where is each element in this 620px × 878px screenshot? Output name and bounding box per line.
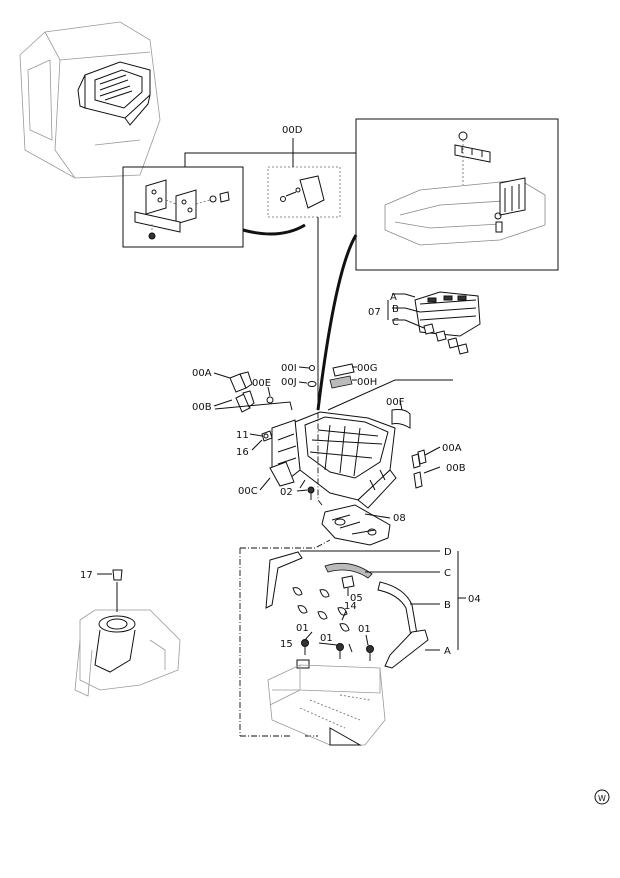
bolt-02	[307, 486, 315, 500]
label-04-B: B	[444, 600, 451, 611]
label-02: 02	[280, 487, 293, 498]
leader-00A-00B-right	[423, 446, 441, 474]
label-04: 04	[468, 594, 481, 605]
switch-panel-07	[414, 291, 481, 355]
label-08: 08	[393, 513, 406, 524]
label-04-D: D	[444, 547, 452, 558]
label-15: 15	[280, 639, 293, 650]
label-00B-right: 00B	[446, 463, 466, 474]
label-00D: 00D	[282, 125, 303, 136]
small-parts-upper	[229, 363, 411, 442]
label-17: 17	[80, 570, 93, 581]
circled-mark: W	[594, 789, 610, 805]
label-04-C: C	[444, 568, 451, 579]
label-14: 14	[344, 601, 357, 612]
leader-07-items	[404, 293, 425, 329]
leader-08	[364, 513, 391, 519]
label-00H: 00H	[357, 377, 377, 388]
inset-bracket-detail	[122, 166, 244, 248]
leader-inset-left-top	[184, 152, 356, 167]
callout-labels: 00D 07 A B C 00A 00B 00E 00I 00J 00G 00H…	[80, 125, 481, 657]
leader-04-items	[300, 550, 440, 651]
inset-right-detail	[355, 118, 559, 271]
leader-00C	[259, 477, 306, 491]
bracket-08	[321, 504, 391, 546]
label-00I: 00I	[281, 363, 297, 374]
mark-letter: W	[598, 794, 606, 803]
small-parts-right	[411, 449, 427, 489]
lower-frame-body	[267, 664, 386, 746]
bracket-07	[387, 293, 405, 321]
cab-overview-illustration	[19, 21, 161, 179]
centerline-vertical-console	[317, 410, 323, 506]
leader-lines-upper	[213, 366, 403, 451]
label-00C: 00C	[238, 486, 258, 497]
fasteners-lower	[292, 575, 374, 669]
label-16: 16	[236, 447, 249, 458]
leader-02	[296, 489, 308, 492]
leader-inset-left-heavy	[242, 223, 306, 236]
centerline-to-lower-box	[240, 539, 331, 549]
label-00A-left: 00A	[192, 368, 212, 379]
label-01-b: 01	[320, 633, 333, 644]
label-00G: 00G	[357, 363, 377, 374]
label-01-a: 01	[296, 623, 309, 634]
label-01-c: 01	[358, 624, 371, 635]
label-00F: 00F	[386, 397, 405, 408]
seat-base-illustration	[74, 569, 181, 697]
frame-rails-04	[265, 551, 429, 669]
label-00J: 00J	[281, 377, 297, 388]
bracket-04	[457, 551, 466, 650]
label-07-C: C	[392, 317, 399, 328]
label-11: 11	[236, 430, 249, 441]
label-07: 07	[368, 307, 381, 318]
label-05: 05	[350, 593, 363, 604]
leader-00F-body	[327, 379, 453, 411]
label-07-B: B	[392, 304, 399, 315]
label-04-A: A	[444, 646, 451, 657]
leader-inset-right-heavy	[316, 234, 358, 411]
main-console-body	[269, 411, 397, 509]
leader-fasteners	[304, 610, 369, 653]
label-00E: 00E	[252, 378, 271, 389]
label-00B-left: 00B	[192, 402, 212, 413]
label-07-A: A	[390, 292, 397, 303]
label-00A-right: 00A	[442, 443, 462, 454]
inset-00D-detail	[267, 166, 341, 218]
